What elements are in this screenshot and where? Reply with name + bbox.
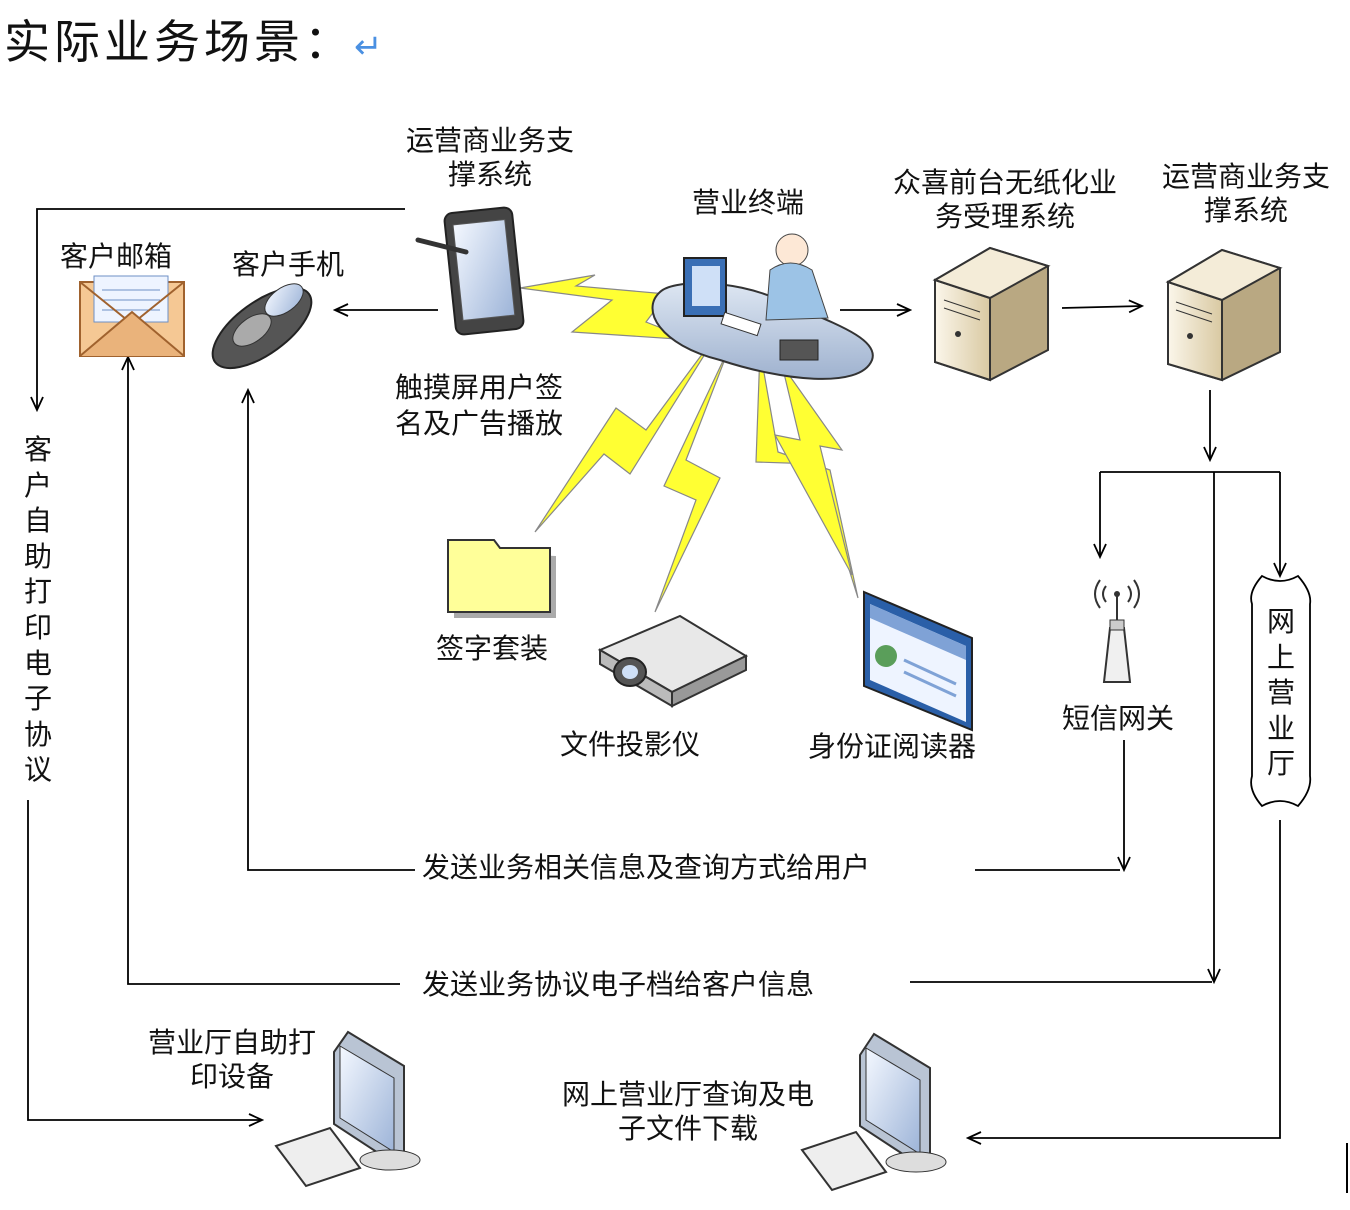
phone-icon [211,283,313,370]
label-online-hall: 网上营业厅 [1266,605,1295,781]
label-signature-kit: 签字套装 [436,632,549,665]
lightning-terminal-folder [534,329,721,533]
lightning-terminal-reader-2 [773,364,853,576]
line-agreement-to-mailbox [128,357,1212,985]
lightning-tablet-terminal [519,274,693,341]
label-business-terminal: 营业终端 [692,186,805,219]
label-customer-mailbox: 客户邮箱 [60,240,173,273]
label-touchscreen: 触摸屏用户签名及广告播放 [394,371,563,440]
label-id-card-reader: 身份证阅读器 [808,730,977,763]
signature-kit-folder-icon [447,539,556,618]
label-operator-support-left: 运营商业务支撑系统 [405,124,574,191]
label-operator-support-right: 运营商业务支撑系统 [1161,160,1330,227]
page-title: 实际业务场景：↵ [4,15,387,69]
flow-lines [27,208,1281,1138]
id-reader-icon [863,590,973,732]
label-selfservice-printer: 营业厅自助打印设备 [147,1026,316,1093]
label-send-agreement: 发送业务协议电子档给客户信息 [420,968,817,1002]
sms-gateway-antenna-icon [1094,579,1140,683]
tablet-icon [415,206,525,336]
line-support-to-self-print [37,208,405,410]
arrow-frontdesk-to-support [1061,306,1142,308]
label-customer-phone: 客户手机 [232,248,345,281]
label-sms-gateway: 短信网关 [1062,702,1175,735]
label-send-info-to-user: 发送业务相关信息及查询方式给用户 [420,851,873,885]
mailbox-icon [79,275,185,357]
line-online-hall-to-download [968,820,1281,1138]
return-mark-icon: ↵ [354,27,387,67]
lightning-terminal-reader [755,349,859,599]
projector-icon [597,614,749,708]
business-terminal-icon [651,233,874,380]
lightning-terminal-projector [654,345,731,613]
label-frontdesk-system: 众喜前台无纸化业务受理系统 [892,166,1117,233]
label-customer-self-print: 客户自助打印电子协议 [23,433,52,787]
online-hall-scroll-shape [1250,574,1312,808]
page-edge-bar [1346,1143,1348,1193]
label-online-query-download: 网上营业厅查询及电子文件下载 [561,1078,814,1145]
lightning-bolts [519,274,859,613]
operator-server-icon [1165,248,1283,382]
online-computer-icon [800,1032,947,1192]
line-info-to-phone [248,390,1120,871]
frontdesk-server-icon [932,246,1051,382]
line-self-print-to-printer [27,800,262,1120]
label-document-projector: 文件投影仪 [560,728,701,761]
selfservice-computer-icon [274,1030,421,1188]
